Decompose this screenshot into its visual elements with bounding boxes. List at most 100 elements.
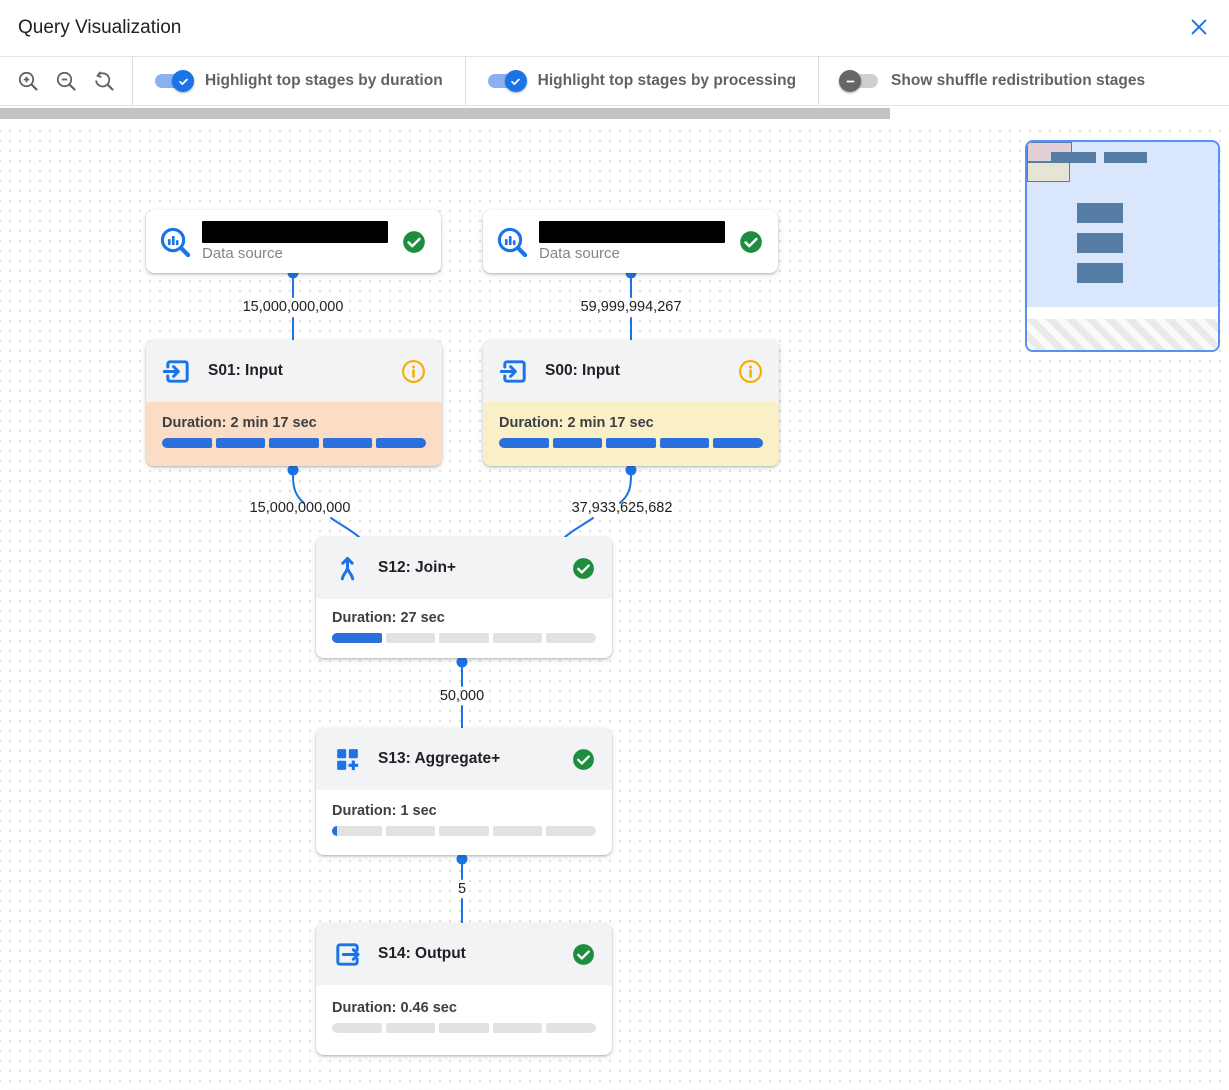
bigquery-search-icon — [158, 225, 192, 259]
node-stage-s13[interactable]: S13: Aggregate+ Duration: 1 sec — [316, 728, 612, 855]
zoom-controls — [14, 67, 132, 95]
edge-row-count: 5 — [457, 881, 467, 897]
duration-label: Duration: 2 min 17 sec — [499, 415, 654, 431]
stage-body: Duration: 2 min 17 sec — [483, 402, 779, 466]
toggle-label-processing: Highlight top stages by processing — [537, 72, 797, 89]
info-icon[interactable] — [738, 359, 763, 384]
zoom-reset-icon — [92, 69, 116, 93]
stage-title: S12: Join+ — [378, 559, 456, 576]
minimap-node — [1077, 203, 1123, 223]
stage-header: S14: Output — [316, 923, 612, 985]
toolbar: Highlight top stages by duration Highlig… — [0, 57, 1229, 106]
toggle-highlight-processing[interactable] — [487, 70, 527, 92]
zoom-in-button[interactable] — [14, 67, 42, 95]
stage-title: S13: Aggregate+ — [378, 750, 501, 767]
stage-header: S13: Aggregate+ — [316, 728, 612, 790]
aggregate-icon — [332, 744, 363, 775]
node-type-label: Data source — [202, 245, 283, 262]
minimap-node — [1077, 233, 1123, 253]
check-icon — [176, 74, 191, 89]
duration-label: Duration: 27 sec — [332, 610, 445, 626]
toggle-label-duration: Highlight top stages by duration — [205, 72, 443, 89]
join-icon — [332, 553, 363, 584]
node-type-label: Data source — [539, 245, 620, 262]
dialog-header: Query Visualization — [0, 0, 1229, 57]
zoom-out-icon — [54, 69, 78, 93]
input-icon — [499, 356, 530, 387]
check-circle-icon — [571, 556, 596, 581]
minimap-node — [1051, 152, 1096, 163]
output-icon — [332, 939, 363, 970]
check-circle-icon — [571, 747, 596, 772]
redacted-table-name — [202, 221, 388, 243]
info-icon[interactable] — [401, 359, 426, 384]
minimap-node-highlighted-processing — [1027, 162, 1070, 182]
duration-label: Duration: 0.46 sec — [332, 1000, 457, 1016]
toggle-group-shuffle: Show shuffle redistribution stages — [819, 70, 1167, 92]
stage-header: S01: Input — [146, 340, 442, 402]
duration-progress-bar — [162, 438, 426, 448]
input-icon — [162, 356, 193, 387]
minimap-out-of-view-area — [1027, 319, 1218, 350]
stage-body: Duration: 1 sec — [316, 790, 612, 855]
check-icon — [508, 74, 523, 89]
edge-row-count: 37,933,625,682 — [571, 500, 673, 516]
check-circle-icon — [571, 942, 596, 967]
dash-icon — [843, 74, 858, 89]
minimap-node — [1077, 263, 1123, 283]
node-stage-s01[interactable]: S01: Input Duration: 2 min 17 sec — [146, 340, 442, 466]
toggle-show-shuffle[interactable] — [839, 70, 879, 92]
duration-progress-bar — [332, 633, 596, 643]
toggle-group-duration: Highlight top stages by duration — [133, 70, 465, 92]
stage-body: Duration: 27 sec — [316, 599, 612, 658]
toggle-knob — [504, 70, 527, 92]
duration-progress-bar — [332, 1023, 596, 1033]
toolbar-separator — [818, 57, 820, 105]
data-source-info: Data source — [539, 221, 728, 262]
zoom-in-icon — [16, 69, 40, 93]
bigquery-search-icon — [495, 225, 529, 259]
toggle-highlight-duration[interactable] — [155, 70, 194, 92]
node-data-source-1[interactable]: Data source — [146, 210, 441, 273]
horizontal-scrollbar[interactable] — [0, 106, 1229, 122]
stage-body: Duration: 2 min 17 sec — [146, 402, 442, 466]
close-button[interactable] — [1185, 14, 1213, 42]
stage-title: S00: Input — [545, 362, 620, 379]
edge-row-count: 15,000,000,000 — [249, 500, 351, 516]
stage-title: S01: Input — [208, 362, 283, 379]
toolbar-separator — [132, 57, 133, 105]
check-circle-icon — [401, 229, 427, 255]
graph-minimap[interactable] — [1025, 140, 1220, 352]
minimap-gap — [1027, 307, 1218, 319]
page-title: Query Visualization — [18, 17, 182, 38]
zoom-out-button[interactable] — [52, 67, 80, 95]
node-stage-s12[interactable]: S12: Join+ Duration: 27 sec — [316, 537, 612, 658]
node-stage-s14[interactable]: S14: Output Duration: 0.46 sec — [316, 923, 612, 1055]
edge-row-count: 15,000,000,000 — [242, 299, 344, 315]
data-source-info: Data source — [202, 221, 391, 262]
toggle-knob — [839, 70, 862, 92]
redacted-table-name — [539, 221, 725, 243]
duration-progress-bar — [499, 438, 763, 448]
stage-title: S14: Output — [378, 945, 466, 962]
duration-label: Duration: 2 min 17 sec — [162, 415, 317, 431]
edge-row-count: 50,000 — [439, 688, 485, 704]
scrollbar-thumb[interactable] — [0, 108, 890, 119]
stage-header: S00: Input — [483, 340, 779, 402]
node-data-source-2[interactable]: Data source — [483, 210, 778, 273]
graph-canvas[interactable]: 15,000,000,000 59,999,994,267 15,000,000… — [0, 122, 1229, 1090]
toggle-group-processing: Highlight top stages by processing — [466, 70, 818, 92]
close-icon — [1188, 16, 1210, 38]
minimap-node — [1104, 152, 1147, 163]
duration-progress-bar — [332, 826, 596, 836]
stage-header: S12: Join+ — [316, 537, 612, 599]
edge-row-count: 59,999,994,267 — [580, 299, 682, 315]
node-stage-s00[interactable]: S00: Input Duration: 2 min 17 sec — [483, 340, 779, 466]
zoom-reset-button[interactable] — [90, 67, 118, 95]
duration-label: Duration: 1 sec — [332, 803, 437, 819]
check-circle-icon — [738, 229, 764, 255]
toggle-label-shuffle: Show shuffle redistribution stages — [891, 72, 1146, 89]
toggle-knob — [172, 70, 194, 92]
stage-body: Duration: 0.46 sec — [316, 985, 612, 1055]
toolbar-separator — [464, 57, 466, 105]
